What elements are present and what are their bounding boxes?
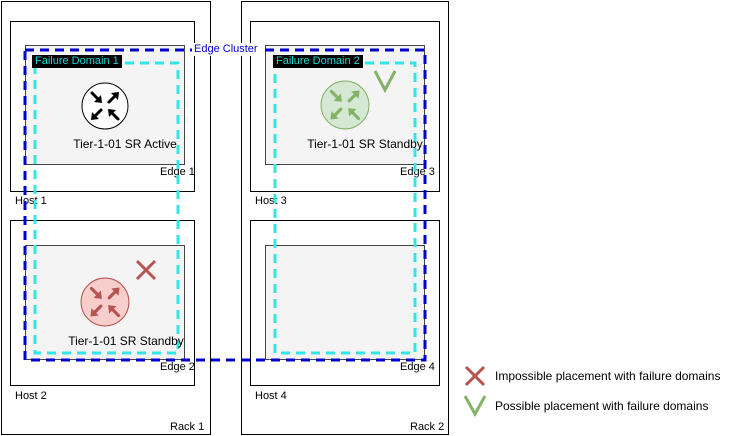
router-icon-standby-possible: [320, 80, 370, 130]
legend-cross-icon: [464, 365, 486, 387]
host-4-label: Host 4: [255, 390, 287, 402]
legend-impossible-text: Impossible placement with failure domain…: [495, 369, 721, 383]
host-2-label: Host 2: [15, 390, 47, 402]
failure-domain-2-label: Failure Domain 2: [273, 55, 363, 68]
edge-node-4: [265, 245, 425, 360]
host-3-label: Host 3: [255, 195, 287, 207]
edge-1-label: Edge 1: [160, 166, 195, 178]
rack-2-label: Rack 2: [410, 421, 445, 433]
failure-domain-2-boundary: [273, 61, 417, 355]
rack-1-label: Rack 1: [170, 421, 205, 433]
router-icon-active: [81, 82, 129, 130]
failure-domain-1-boundary: [33, 61, 180, 355]
router-label-standby-possible: Tier-1-01 SR Standby: [307, 137, 423, 151]
edge-4-label: Edge 4: [400, 361, 435, 373]
legend-check-icon: [463, 395, 487, 417]
cross-icon: [135, 259, 157, 281]
failure-domain-1-label: Failure Domain 1: [32, 55, 122, 68]
edge-2-label: Edge 2: [160, 361, 195, 373]
legend-possible-text: Possible placement with failure domains: [495, 399, 709, 413]
router-label-standby-impossible: Tier-1-01 SR Standby: [68, 334, 184, 348]
host-1-label: Host 1: [15, 195, 47, 207]
edge-cluster-label: Edge Cluster: [192, 43, 260, 56]
router-icon-standby-impossible: [80, 277, 130, 327]
check-icon: [373, 70, 397, 94]
router-label-active: Tier-1-01 SR Active: [73, 137, 177, 151]
edge-cluster-boundary: [23, 48, 427, 362]
